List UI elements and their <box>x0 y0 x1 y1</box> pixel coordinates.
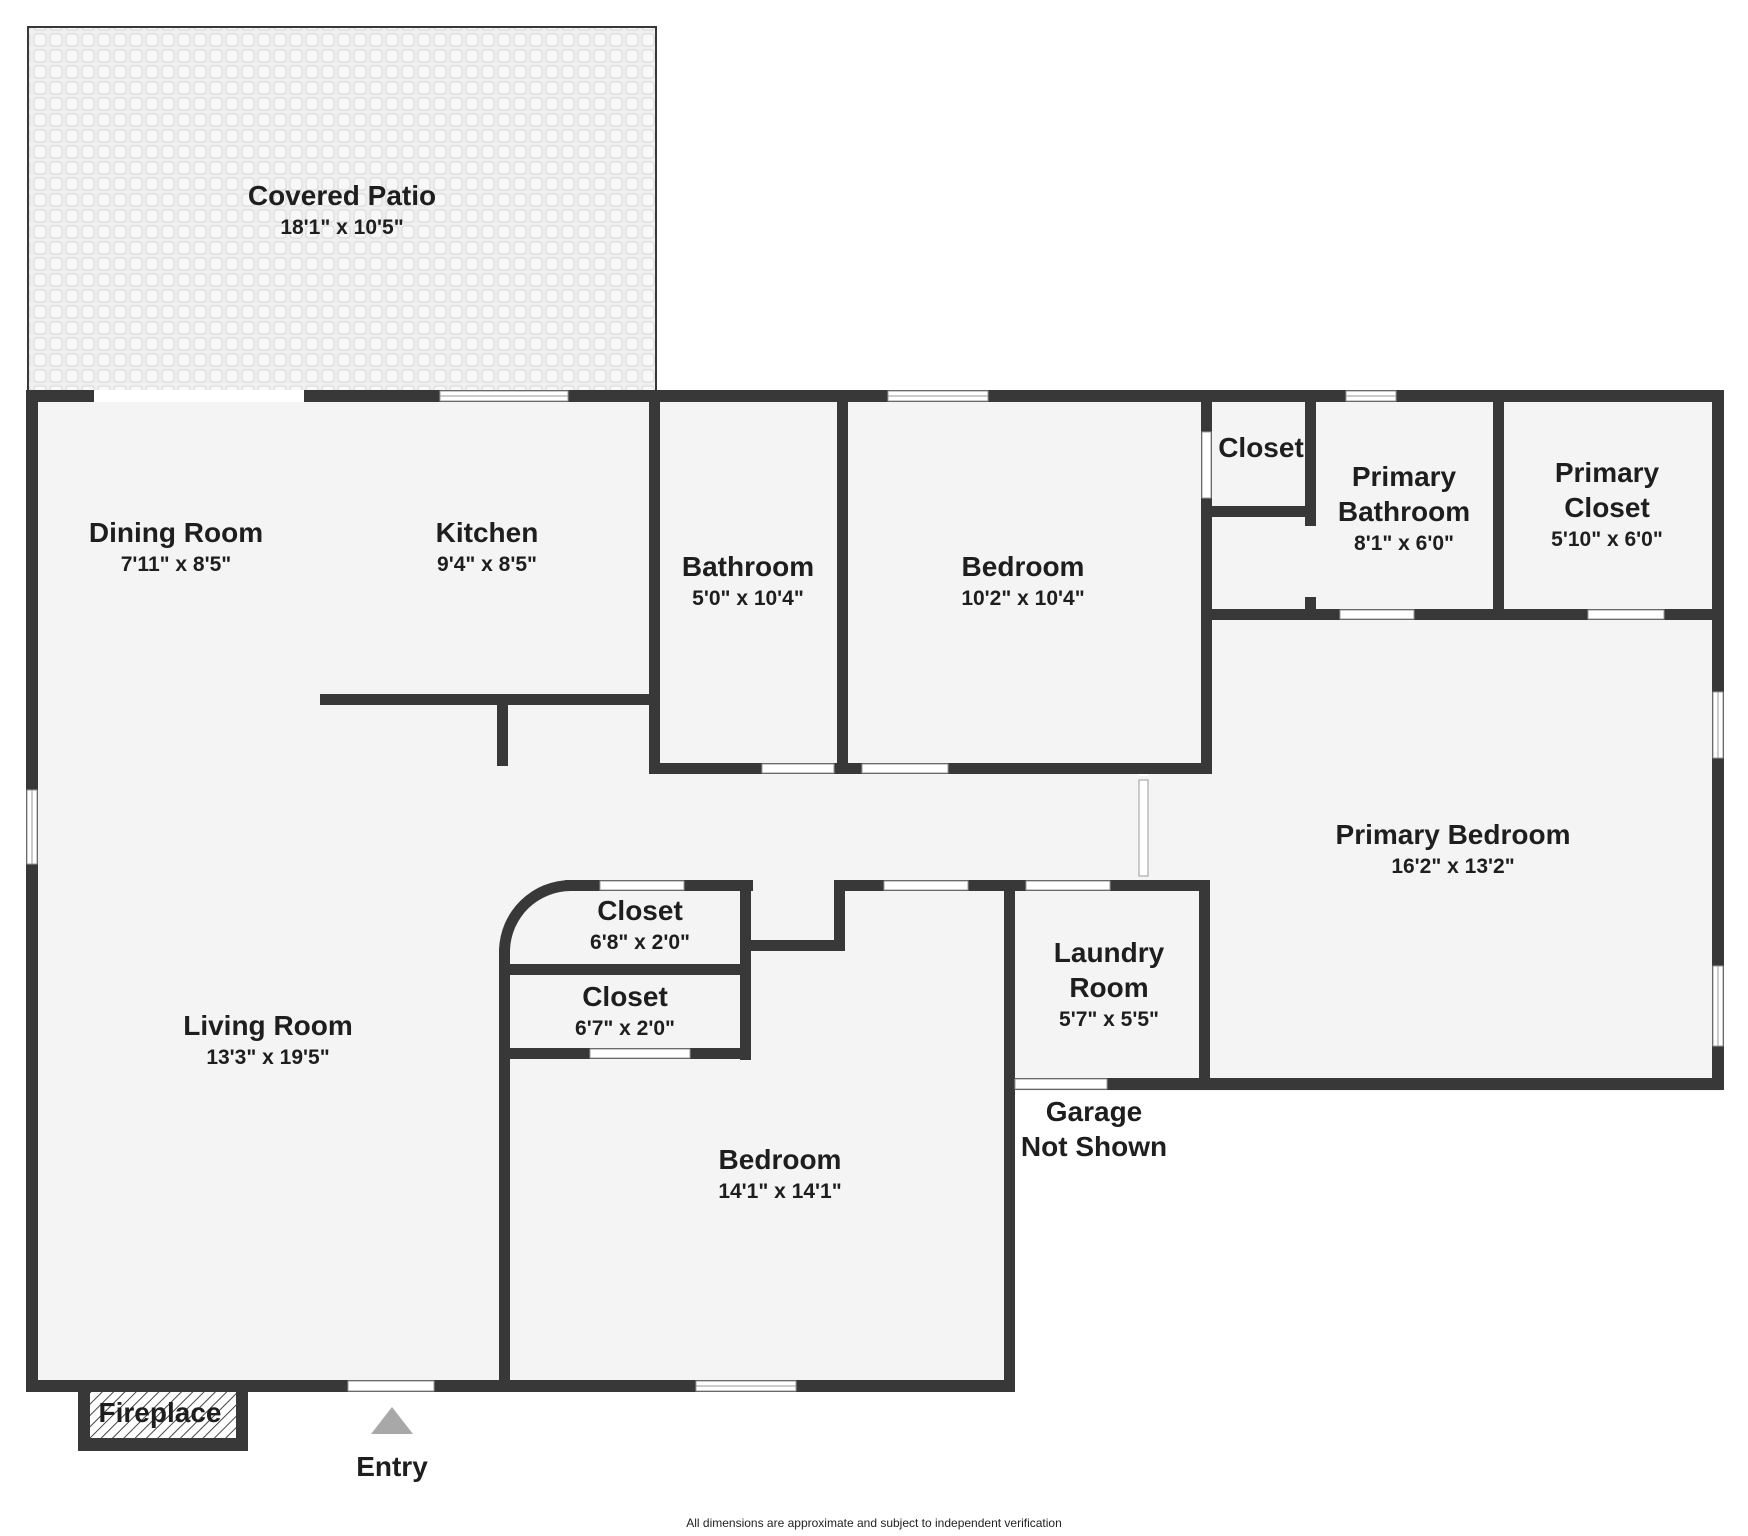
laundry-room-name-1: Laundry <box>1054 937 1165 968</box>
garage-label-2: Not Shown <box>1021 1131 1167 1162</box>
bedroom-bottom-dim: 14'1" x 14'1" <box>718 1180 841 1203</box>
primary-closet-name-2: Closet <box>1564 492 1650 523</box>
covered-patio-dim: 18'1" x 10'5" <box>280 216 403 239</box>
covered-patio-name: Covered Patio <box>248 180 436 211</box>
laundry-room-dim: 5'7" x 5'5" <box>1059 1008 1159 1031</box>
closet-top-name: Closet <box>1218 432 1304 463</box>
bedroom-top-dim: 10'2" x 10'4" <box>961 587 1084 610</box>
kitchen-dim: 9'4" x 8'5" <box>437 553 537 576</box>
fireplace-label: Fireplace <box>99 1397 222 1428</box>
closet-upper-dim: 6'8" x 2'0" <box>590 931 690 954</box>
fireplace-hearth <box>90 1392 236 1438</box>
dining-room-dim: 7'11" x 8'5" <box>121 553 232 576</box>
primary-closet-name-1: Primary <box>1555 457 1660 488</box>
bedroom-bottom-name: Bedroom <box>719 1144 842 1175</box>
primary-bathroom-name-1: Primary <box>1352 461 1457 492</box>
closet-upper-name: Closet <box>597 895 683 926</box>
covered-patio-area <box>27 26 657 396</box>
bathroom-name: Bathroom <box>682 551 814 582</box>
laundry-room-name-2: Room <box>1069 972 1148 1003</box>
kitchen-name: Kitchen <box>436 517 539 548</box>
dining-room-name: Dining Room <box>89 517 263 548</box>
primary-closet-dim: 5'10" x 6'0" <box>1551 528 1663 551</box>
closet-lower-name: Closet <box>582 981 668 1012</box>
primary-bedroom-name: Primary Bedroom <box>1336 819 1571 850</box>
garage-label-1: Garage <box>1046 1096 1143 1127</box>
entry-arrow-icon <box>371 1407 413 1434</box>
living-room-dim: 13'3" x 19'5" <box>206 1046 329 1069</box>
entry-label: Entry <box>356 1451 428 1482</box>
disclaimer-text: All dimensions are approximate and subje… <box>686 1516 1062 1530</box>
living-room-name: Living Room <box>183 1010 353 1041</box>
primary-bathroom-dim: 8'1" x 6'0" <box>1354 532 1454 555</box>
closet-lower-dim: 6'7" x 2'0" <box>575 1017 675 1040</box>
bedroom-top-name: Bedroom <box>962 551 1085 582</box>
primary-bathroom-name-2: Bathroom <box>1338 496 1470 527</box>
openings <box>26 390 1724 1392</box>
primary-bedroom-dim: 16'2" x 13'2" <box>1391 855 1514 878</box>
bathroom-dim: 5'0" x 10'4" <box>692 587 804 610</box>
